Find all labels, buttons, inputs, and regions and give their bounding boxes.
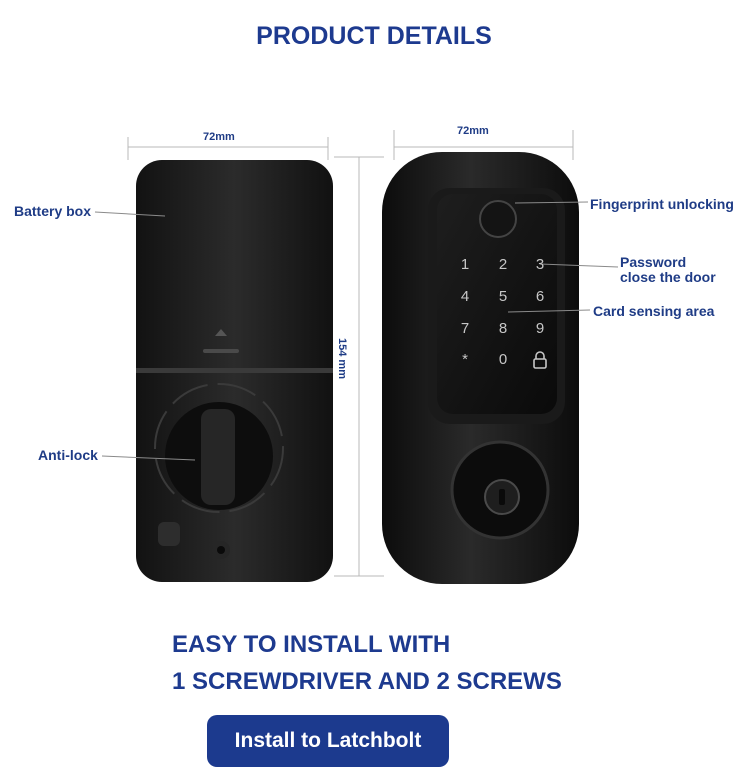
page-title: PRODUCT DETAILS [256, 22, 492, 50]
keypad-key: 7 [460, 320, 470, 337]
back-unit [136, 160, 333, 582]
keypad-key: 0 [498, 351, 508, 368]
keypad-key: 3 [535, 256, 545, 273]
install-heading-line1: EASY TO INSTALL WITH [172, 631, 451, 658]
callout-lines [94, 201, 619, 461]
front-unit [382, 152, 579, 584]
dimension-width-front: 72mm [457, 125, 489, 137]
install-to-latchbolt-button[interactable]: Install to Latchbolt [207, 715, 449, 767]
install-heading-line2: 1 SCREWDRIVER AND 2 SCREWS [172, 668, 562, 695]
dimension-height: 154 mm [336, 338, 348, 379]
keypad-key: 6 [535, 288, 545, 305]
keypad-key: 4 [460, 288, 470, 305]
callout-battery-box: Battery box [14, 203, 92, 219]
keypad-key: * [462, 351, 468, 368]
callout-anti-lock: Anti-lock [38, 447, 98, 463]
callout-password-line2: close the door [620, 269, 716, 285]
keypad-key: 2 [498, 256, 508, 273]
keypad-key: 9 [535, 320, 545, 337]
dimension-width-back: 72mm [203, 131, 235, 143]
callout-password-line1: Password [620, 254, 687, 270]
keypad-key: 8 [498, 320, 508, 337]
keypad-lock-icon [532, 351, 548, 373]
dimension-lines [127, 130, 574, 577]
keypad-key: 5 [498, 288, 508, 305]
callout-card-area: Card sensing area [593, 303, 715, 319]
callout-fingerprint: Fingerprint unlocking [590, 196, 734, 212]
keypad-key: 1 [460, 256, 470, 273]
